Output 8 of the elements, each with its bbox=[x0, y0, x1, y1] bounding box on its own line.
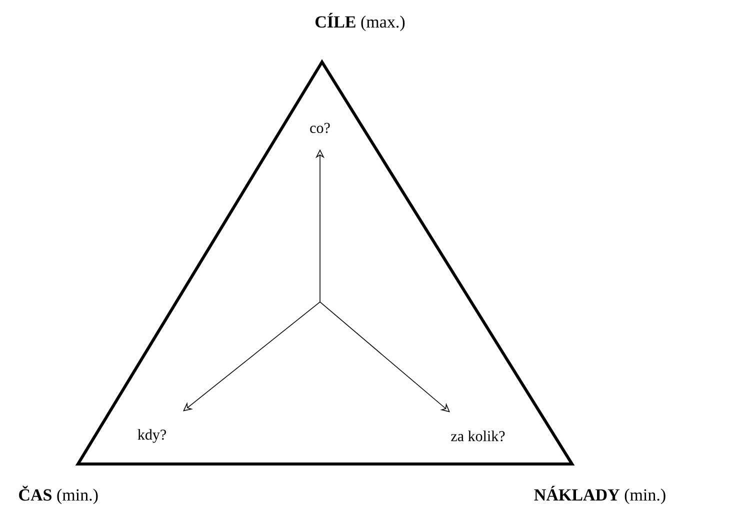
question-text: kdy? bbox=[138, 429, 166, 443]
vertex-label: CÍLE (max.) bbox=[316, 12, 405, 32]
question-text: co? bbox=[310, 122, 330, 134]
arrow bbox=[183, 302, 320, 412]
vertex-label: ČAS (min.) bbox=[19, 486, 98, 504]
arrow bbox=[320, 302, 450, 412]
vertex-label: NÁKLADY (min.) bbox=[534, 486, 666, 504]
question-text: za kolik? bbox=[451, 430, 505, 442]
